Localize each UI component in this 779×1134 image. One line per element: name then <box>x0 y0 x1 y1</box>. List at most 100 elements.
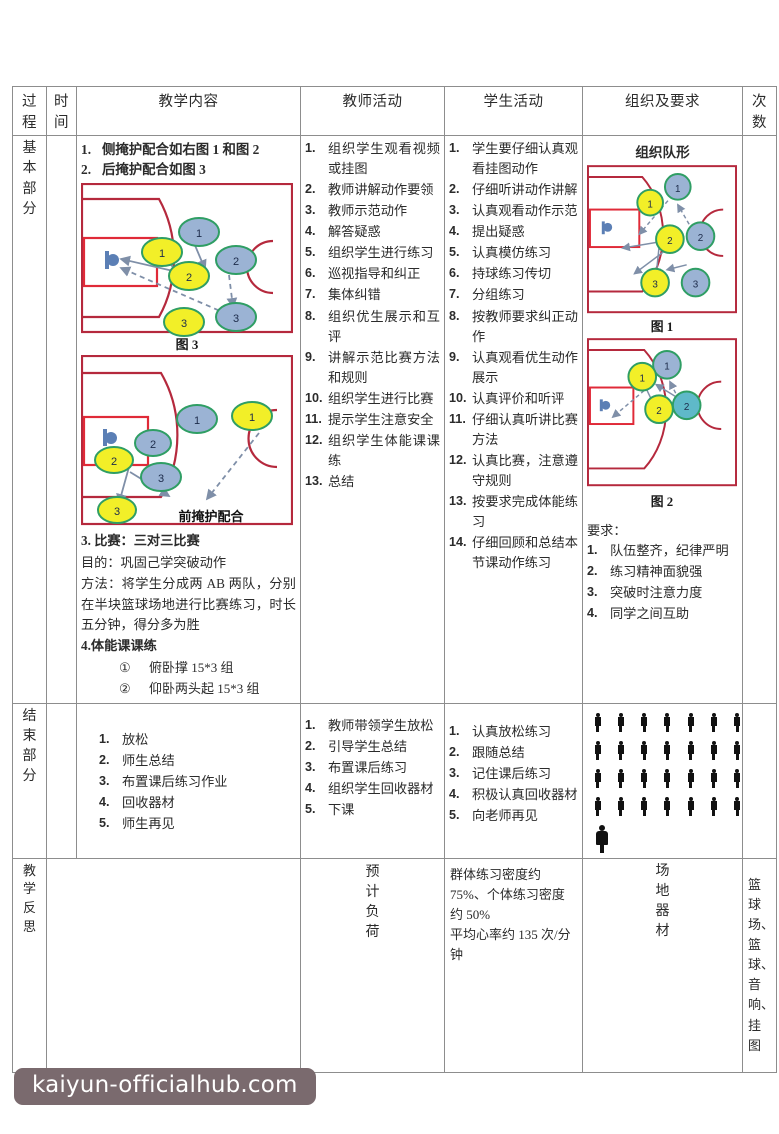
cell-ending-count <box>742 702 777 859</box>
list-item-text: 教师示范动作 <box>328 203 408 219</box>
list-item-text: 跟随总结 <box>472 744 525 760</box>
header-process: 过程 <box>12 86 47 136</box>
lesson-plan-table: 过程 时间 教学内容 教师活动 学生活动 组织及要求 次数 基本部分 1. 侧掩… <box>12 86 777 1073</box>
list-item-text: 巡视指导和纠正 <box>328 266 421 282</box>
reflection-label: 教学反思 <box>12 857 47 1073</box>
list-item: 2.仔细听讲动作讲解 <box>449 180 578 200</box>
svg-text:3: 3 <box>114 506 120 518</box>
svg-text:3: 3 <box>693 280 699 291</box>
list-item-text: 记住课后练习 <box>472 765 552 781</box>
list-item-number: 3. <box>587 585 598 600</box>
student-icon <box>593 712 601 732</box>
list-item-number: 10. <box>449 390 467 405</box>
list-item-number: 5. <box>99 815 110 830</box>
svg-text:1: 1 <box>196 228 202 240</box>
svg-text:3: 3 <box>181 318 187 330</box>
student-icon <box>663 740 671 760</box>
list-item-text: 按要求完成体能练习 <box>472 494 578 530</box>
list-item-number: 4. <box>449 786 460 801</box>
list-item-number: 3. <box>449 203 460 218</box>
svg-text:1: 1 <box>664 362 669 373</box>
content-heading-1-number: 1. <box>81 142 92 157</box>
list-item-text: 布置课后练习 <box>328 759 408 775</box>
court-diagram-fig2-caption-text: 图 2 <box>651 495 673 509</box>
list-item-number: 4. <box>99 794 110 809</box>
list-item: 10.认真评价和听评 <box>449 389 578 409</box>
content-section3-title: 3. 比赛：三对三比赛 <box>81 533 200 549</box>
list-item: 2. 跟随总结 <box>449 743 578 763</box>
student-icon <box>686 796 694 816</box>
content-section4-title: 4.体能课课练 <box>81 638 157 654</box>
list-item-text: 教师讲解动作要领 <box>328 182 434 198</box>
list-item: 10.组织学生进行比赛 <box>305 389 440 409</box>
list-item-number: 1. <box>99 731 110 746</box>
student-icon <box>593 740 601 760</box>
list-item: 4.组织学生回收器材 <box>305 779 440 799</box>
list-item: 6.持球练习传切 <box>449 264 578 284</box>
list-item-text: 讲解示范比赛方法和规则 <box>328 349 440 385</box>
svg-text:2: 2 <box>656 406 661 417</box>
list-item-number: 14. <box>449 535 467 550</box>
player-markers: 1 1 2 2 3 3 <box>636 173 716 298</box>
list-item-text: 仔细认真听讲比赛方法 <box>472 411 578 447</box>
load-label-text: 预计负荷 <box>365 864 380 941</box>
table-header-row: 过程 时间 教学内容 教师活动 学生活动 组织及要求 次数 <box>12 86 777 136</box>
cell-main-content: 1. 侧掩护配合如右图 1 和图 2 2. 后掩护配合如图 3 <box>76 135 301 704</box>
cell-main-time <box>46 135 77 704</box>
content-section3-method: 方法：将学生分成两 AB 两队，分别在半块篮球场地进行比赛练习，时长五分钟，得分… <box>81 576 296 633</box>
list-item-text: 师生再见 <box>122 815 175 831</box>
student-icon <box>686 712 694 732</box>
list-item-number: 4. <box>305 224 316 239</box>
list-item: 11.仔细认真听讲比赛方法 <box>449 410 578 450</box>
list-item-number: 9. <box>449 349 460 364</box>
svg-text:1: 1 <box>640 374 645 385</box>
row-label-main-part-text: 基本部分 <box>22 141 37 217</box>
list-item-text: 认真观看优生动作展示 <box>472 349 578 385</box>
teacher-icon <box>595 824 609 853</box>
student-icon <box>616 796 624 816</box>
svg-text:1: 1 <box>249 412 255 424</box>
student-icon <box>616 740 624 760</box>
cell-ending-organization <box>582 702 743 859</box>
cell-equipment-text: 篮球场、篮球、音响、挂图 <box>742 857 777 1073</box>
list-item-number: 6. <box>449 266 460 281</box>
header-student-activity: 学生活动 <box>444 86 583 136</box>
watermark: kaiyun-officialhub.com <box>14 1068 316 1105</box>
list-item-text: 引导学生总结 <box>328 738 408 754</box>
row-label-ending-part-text: 结束部分 <box>22 708 37 785</box>
list-item-text: 组织学生回收器材 <box>328 780 434 796</box>
list-item: 1.队伍整齐，纪律严明 <box>587 541 738 561</box>
player-markers: 1 1 2 2 3 3 <box>141 217 257 338</box>
content-section4-item-2-text: 仰卧两头起 15*3 组 <box>149 680 260 696</box>
requirements-title: 要求： <box>587 523 627 538</box>
list-item: 4.积极认真回收器材 <box>449 785 578 805</box>
list-item: 3.认真观看动作示范 <box>449 201 578 221</box>
list-item-number: 12. <box>305 432 323 447</box>
list-item-text: 总结 <box>328 474 355 489</box>
list-item-text: 突破时注意力度 <box>610 585 703 601</box>
list-item-number: 2. <box>449 744 460 759</box>
list-item-text: 提出疑惑 <box>472 224 525 240</box>
list-item-text: 认真模仿练习 <box>472 245 552 261</box>
list-item-number: 2. <box>305 182 316 197</box>
list-item: 4.提出疑惑 <box>449 222 578 242</box>
content-heading-1: 1. 侧掩护配合如右图 1 和图 2 <box>81 140 296 160</box>
list-item-text: 回收器材 <box>122 794 175 810</box>
equipment-text: 篮球场、篮球、音响、挂图 <box>748 876 775 1053</box>
formation-diagram <box>587 707 741 855</box>
list-item-number: 8. <box>449 308 460 323</box>
list-item: 12.认真比赛，注意遵守规则 <box>449 451 578 491</box>
row-label-ending-part: 结束部分 <box>12 702 47 859</box>
student-icon <box>663 796 671 816</box>
student-icon <box>616 712 624 732</box>
court-diagram-fig1-caption-text: 图 1 <box>651 320 673 334</box>
list-item-number: 7. <box>305 287 316 302</box>
list-item-number: 1. <box>449 141 460 155</box>
list-item: 1.学生要仔细认真观看挂图动作 <box>449 139 578 179</box>
list-item: 14.仔细回顾和总结本节课动作练习 <box>449 533 578 573</box>
